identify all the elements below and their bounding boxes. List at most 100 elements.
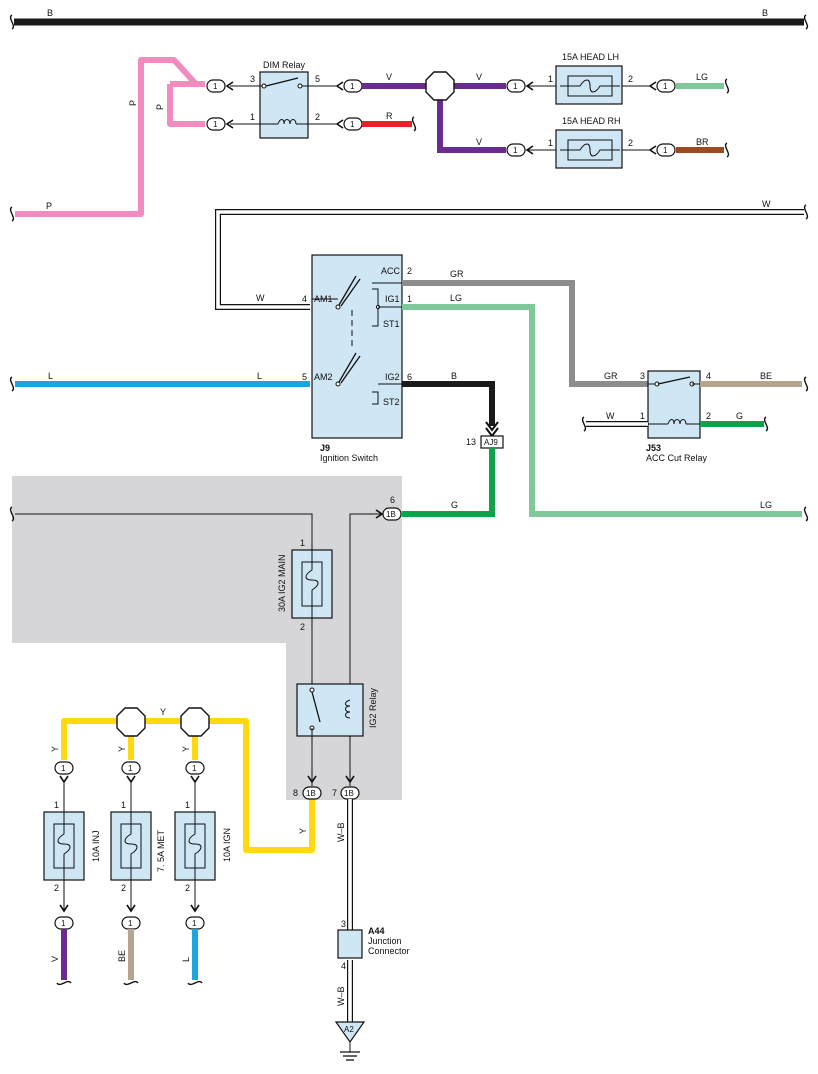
svg-text:IG2 Relay: IG2 Relay [368, 687, 378, 728]
svg-text:1: 1 [128, 764, 133, 773]
shaded-junction-block [12, 476, 402, 800]
svg-text:1: 1 [250, 112, 255, 122]
svg-text:1: 1 [54, 800, 59, 810]
svg-text:1: 1 [213, 120, 218, 129]
connector-1: 1 [54, 904, 74, 930]
svg-text:2: 2 [315, 112, 320, 122]
svg-text:1: 1 [213, 82, 218, 91]
svg-text:10A IGN: 10A IGN [222, 828, 232, 862]
svg-text:AM1: AM1 [314, 294, 333, 304]
fuse-ign: 1 2 10A IGN [174, 800, 232, 893]
svg-text:IG1: IG1 [385, 294, 400, 304]
b-wire-ig2 [402, 381, 495, 426]
connector-1: 1 [336, 79, 363, 93]
connector-1b-7: 1B 7 [332, 775, 360, 800]
svg-text:ST1: ST1 [383, 319, 400, 329]
svg-text:1: 1 [192, 919, 197, 928]
svg-text:ACC Cut Relay: ACC Cut Relay [646, 453, 708, 463]
svg-text:1B: 1B [386, 510, 396, 519]
svg-text:BE: BE [760, 371, 772, 381]
svg-text:1: 1 [121, 800, 126, 810]
wire-label: B [47, 8, 53, 18]
svg-text:W–B: W–B [336, 822, 346, 842]
wire-label: P [46, 201, 52, 211]
yellow-wires [61, 718, 315, 853]
svg-text:1: 1 [128, 919, 133, 928]
svg-text:Y: Y [50, 746, 60, 752]
svg-text:V: V [386, 72, 392, 82]
svg-text:Junction: Junction [368, 936, 402, 946]
svg-text:V: V [50, 956, 60, 962]
svg-text:LG: LG [450, 293, 462, 303]
connector-1: 1 [506, 79, 534, 93]
svg-text:1: 1 [663, 82, 668, 91]
svg-text:2: 2 [54, 883, 59, 893]
svg-text:L: L [257, 371, 262, 381]
svg-text:Y: Y [117, 746, 127, 752]
connector-1: 1 [185, 904, 205, 930]
fuse-inj: 1 2 10A INJ [43, 800, 101, 893]
connector-1: 1 [54, 761, 74, 783]
svg-text:15A HEAD LH: 15A HEAD LH [562, 52, 619, 62]
ground-a2: A2 [334, 1021, 366, 1061]
svg-text:Connector: Connector [368, 946, 410, 956]
svg-text:BE: BE [117, 950, 127, 962]
connector-1: 1 [649, 143, 676, 157]
svg-text:2: 2 [121, 883, 126, 893]
svg-text:6: 6 [407, 372, 412, 382]
splice-point [116, 707, 146, 737]
connector-1: 1 [121, 904, 141, 930]
svg-text:3: 3 [250, 74, 255, 84]
fuse-ig2-main: 1 2 30A IG2 MAIN [277, 538, 333, 632]
svg-text:V: V [476, 72, 482, 82]
svg-text:2: 2 [407, 266, 412, 276]
svg-text:W: W [256, 293, 265, 303]
svg-text:W–B: W–B [336, 986, 346, 1006]
svg-text:L: L [48, 371, 53, 381]
svg-text:5: 5 [302, 372, 307, 382]
connector-1: 1 [206, 79, 234, 93]
svg-text:1: 1 [350, 120, 355, 129]
svg-text:7. 5A MET: 7. 5A MET [156, 829, 166, 872]
pink-wires [15, 57, 205, 217]
acc-cut-relay: 3 4 1 2 J53 ACC Cut Relay [640, 370, 711, 463]
connector-aj9: AJ9 13 [466, 435, 504, 449]
svg-text:1: 1 [185, 800, 190, 810]
component-label: DIM Relay [263, 60, 306, 70]
svg-text:Y: Y [160, 707, 166, 717]
svg-text:B: B [451, 371, 457, 381]
svg-text:A44: A44 [368, 926, 385, 936]
svg-text:5: 5 [315, 74, 320, 84]
connector-1: 1 [336, 117, 363, 131]
svg-text:1: 1 [61, 764, 66, 773]
svg-text:1: 1 [300, 538, 305, 548]
svg-text:4: 4 [706, 371, 711, 381]
connector-1: 1 [649, 79, 676, 93]
svg-text:W: W [762, 199, 771, 209]
svg-text:13: 13 [466, 437, 476, 447]
svg-text:7: 7 [332, 788, 337, 798]
ig2-relay: IG2 Relay [296, 683, 378, 737]
svg-text:LG: LG [696, 72, 708, 82]
gr-wire [402, 280, 648, 387]
b-bus: B B [9, 8, 809, 30]
svg-text:4: 4 [341, 961, 346, 971]
svg-text:1: 1 [513, 146, 518, 155]
svg-text:1: 1 [640, 411, 645, 421]
splice-point [180, 707, 210, 737]
svg-text:ACC: ACC [381, 266, 401, 276]
svg-text:Ignition Switch: Ignition Switch [320, 453, 378, 463]
svg-text:30A IG2 MAIN: 30A IG2 MAIN [277, 554, 287, 612]
svg-text:IG2: IG2 [385, 372, 400, 382]
wire-label: B [762, 8, 768, 18]
svg-text:1B: 1B [306, 789, 316, 798]
svg-text:1: 1 [350, 82, 355, 91]
svg-text:2: 2 [185, 883, 190, 893]
svg-text:1: 1 [513, 82, 518, 91]
connector-1b-8: 1B 8 [293, 775, 322, 800]
connector-1b-6: 1B 6 [375, 495, 402, 521]
svg-text:1: 1 [548, 138, 553, 148]
ignition-switch: ACC AM1 IG1 ST1 AM2 IG2 ST2 2 1 4 5 6 J9… [302, 254, 412, 463]
svg-text:Y: Y [181, 746, 191, 752]
svg-text:1: 1 [663, 146, 668, 155]
